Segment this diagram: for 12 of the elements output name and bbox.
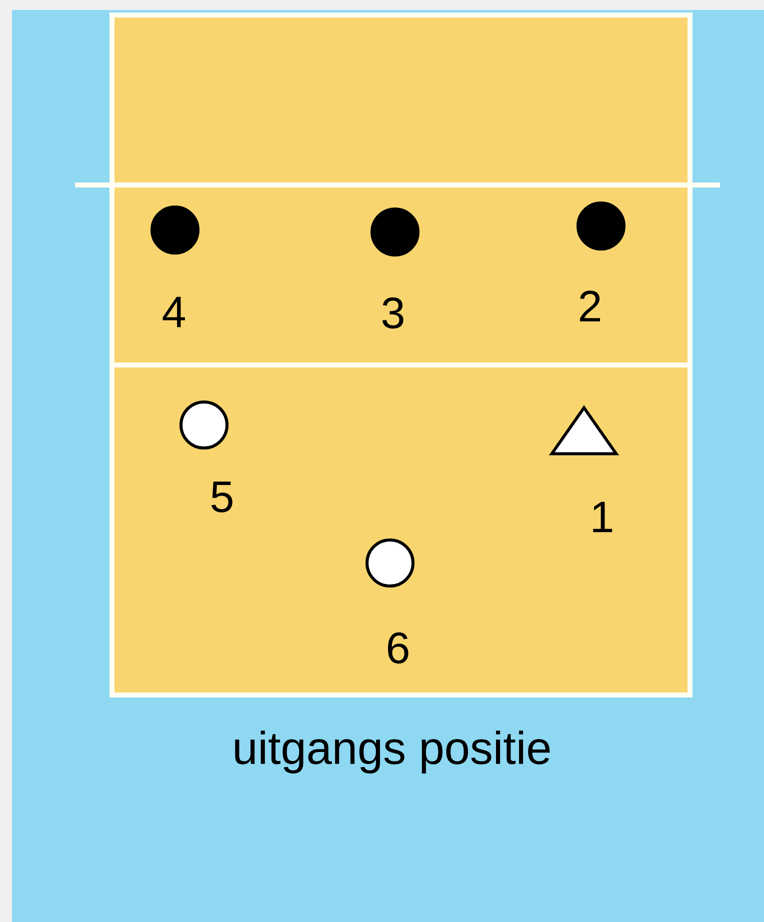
player-number: 2 bbox=[580, 290, 600, 322]
player-marker bbox=[576, 202, 626, 250]
player-number: 5 bbox=[212, 482, 232, 512]
player-number: 6 bbox=[388, 632, 408, 664]
caption: uitgangs positie bbox=[235, 730, 550, 774]
player-number: 3 bbox=[382, 297, 404, 329]
player-marker bbox=[370, 208, 420, 256]
player-number: 4 bbox=[162, 296, 185, 328]
player-marker bbox=[150, 206, 200, 254]
player-number: 1 bbox=[593, 502, 612, 532]
player-marker bbox=[180, 400, 228, 450]
player-marker bbox=[366, 538, 414, 588]
